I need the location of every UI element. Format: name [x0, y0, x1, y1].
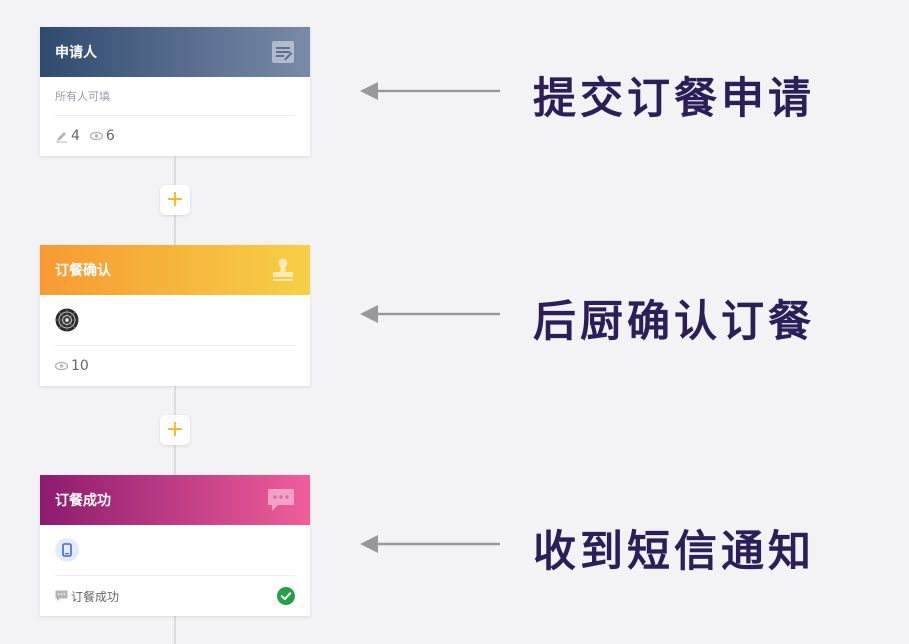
card-title: 订餐成功 [55, 493, 111, 509]
sms-status: 订餐成功 [55, 588, 119, 605]
left-arrow-icon [360, 535, 500, 553]
card-title: 订餐确认 [55, 263, 111, 279]
flow-connector [174, 615, 176, 644]
add-step-button[interactable]: + [160, 415, 190, 445]
message-icon [55, 590, 68, 601]
add-step-button[interactable]: + [160, 185, 190, 215]
success-check-icon [277, 587, 295, 605]
view-count: 6 [89, 128, 115, 144]
mobile-phone-icon[interactable] [55, 538, 79, 562]
eye-icon [55, 361, 68, 371]
pencil-icon [56, 131, 67, 142]
channel-row [55, 525, 295, 576]
step-card-order-confirm[interactable]: 订餐确认 10 [40, 245, 310, 386]
assignee-row [55, 295, 295, 346]
left-arrow-icon [360, 305, 500, 323]
view-count: 10 [55, 358, 89, 374]
card-footer: 4 6 [55, 116, 295, 156]
card-footer: 10 [55, 346, 295, 386]
form-edit-icon [272, 41, 294, 63]
step-card-applicant[interactable]: 申请人 所有人可填 4 6 [40, 27, 310, 156]
edit-count: 4 [55, 128, 80, 144]
step-caption-3: 收到短信通知 [533, 527, 815, 577]
left-arrow-icon [360, 82, 500, 100]
eye-icon [89, 131, 103, 141]
avatar[interactable] [55, 308, 79, 332]
step-caption-1: 提交订餐申请 [533, 74, 815, 124]
card-subtitle: 所有人可填 [55, 77, 295, 116]
card-title: 申请人 [55, 45, 97, 61]
chat-bubble-icon [268, 489, 294, 511]
step-caption-2: 后厨确认订餐 [533, 297, 815, 347]
step-card-order-success[interactable]: 订餐成功 订餐成功 [40, 475, 310, 616]
card-header: 申请人 [40, 27, 310, 77]
card-header: 订餐成功 [40, 475, 310, 525]
stamp-icon [273, 258, 293, 281]
card-footer: 订餐成功 [55, 576, 295, 616]
card-header: 订餐确认 [40, 245, 310, 295]
